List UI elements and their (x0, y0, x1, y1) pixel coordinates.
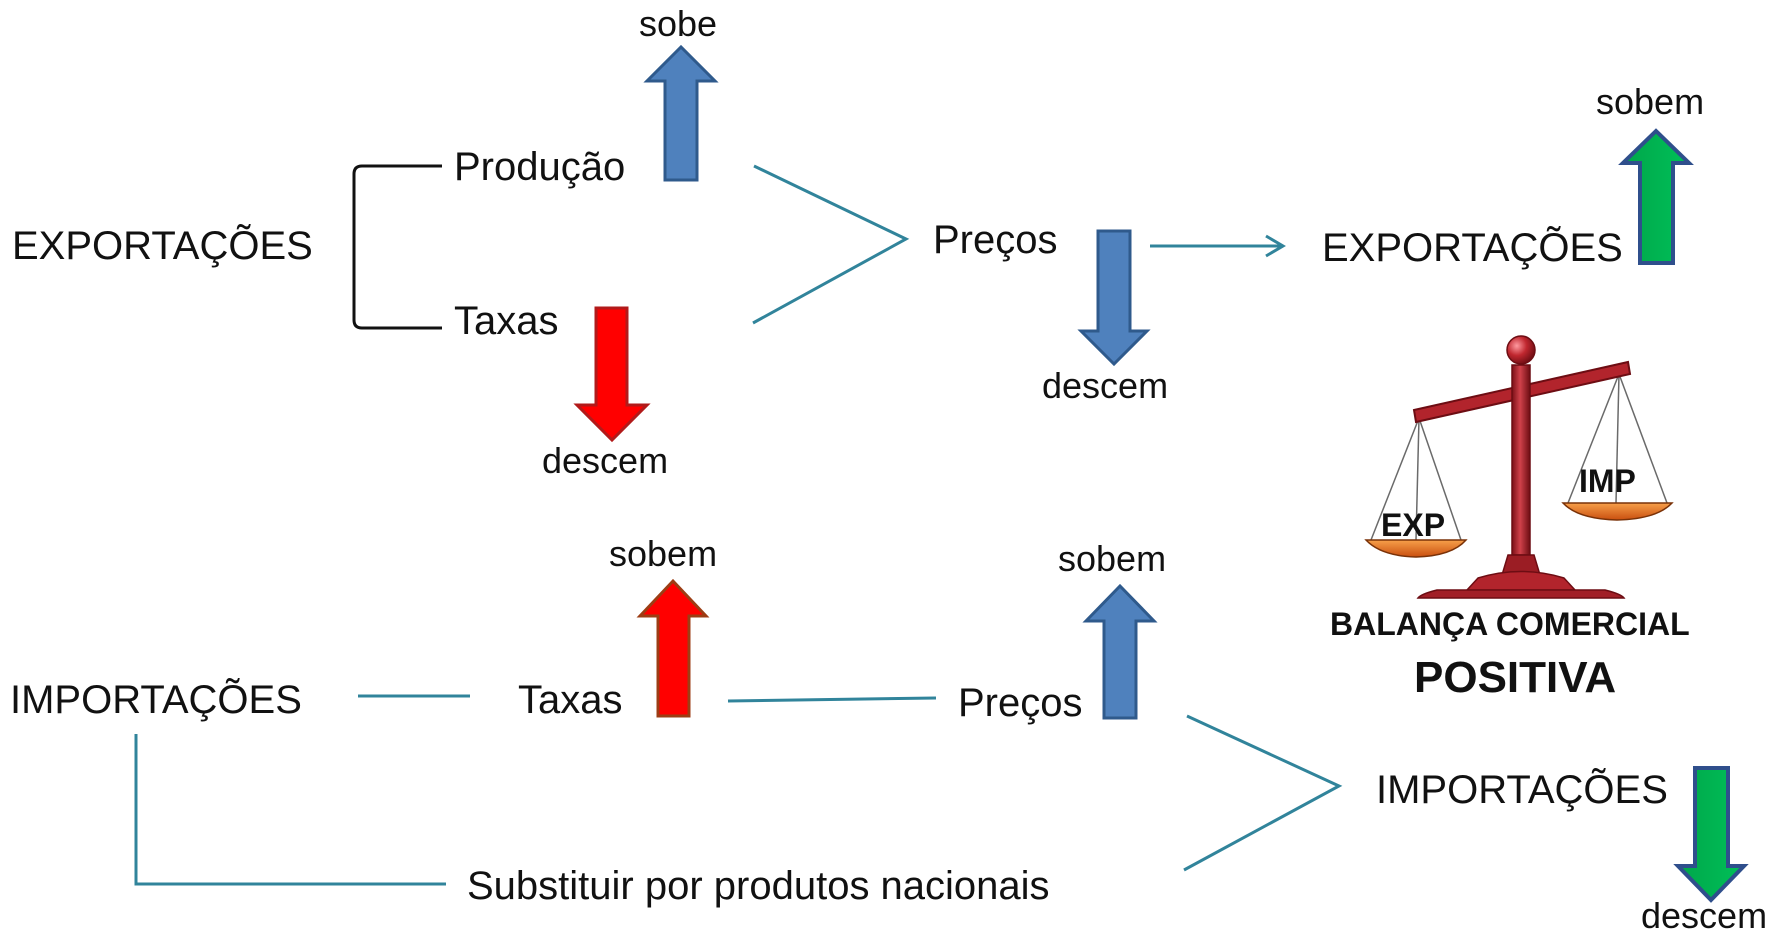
exports-to-precos-connector (752, 164, 910, 325)
balance-scale-icon (1364, 335, 1674, 599)
precos-import-trend-label: sobem (1058, 538, 1167, 579)
taxas-to-precos-connector (727, 696, 937, 703)
importacoes-result-label: IMPORTAÇÕES (1376, 768, 1668, 812)
taxas-export-label: Taxas (454, 299, 559, 343)
precos-export-label: Preços (933, 218, 1058, 262)
balance-exp-pan-label: EXP (1381, 507, 1446, 543)
precos-down-arrow (1077, 229, 1151, 367)
exportacoes-result-label: EXPORTAÇÕES (1322, 226, 1623, 270)
taxas-export-trend-label: descem (542, 440, 669, 481)
importacoes-main-label: IMPORTAÇÕES (10, 678, 302, 722)
exportacoes-up-arrow (1618, 128, 1694, 265)
importacoes-result-trend-label: descem (1641, 895, 1768, 936)
balance-imp-pan-label: IMP (1579, 463, 1636, 499)
exportacoes-main-label: EXPORTAÇÕES (12, 224, 313, 268)
exportacoes-result-trend-label: sobem (1596, 81, 1705, 122)
taxas-up-arrow (636, 578, 710, 718)
importacoes-to-substituir-connector (134, 734, 446, 886)
producao-label: Produção (454, 145, 626, 189)
importacoes-down-arrow (1673, 766, 1749, 903)
producao-trend-label: sobe (639, 3, 718, 44)
taxas-import-label: Taxas (518, 678, 623, 722)
taxas-import-trend-label: sobem (609, 533, 718, 574)
taxas-down-arrow (573, 306, 651, 443)
precos-substituir-to-importacoes-connector (1183, 714, 1343, 872)
precos-up-arrow (1082, 583, 1158, 720)
balance-status: POSITIVA (1414, 653, 1617, 702)
producao-up-arrow (643, 44, 719, 182)
balance-title: BALANÇA COMERCIAL (1330, 606, 1690, 642)
exports-bracket (352, 164, 442, 330)
substituir-label: Substituir por produtos nacionais (467, 864, 1050, 908)
precos-export-trend-label: descem (1042, 365, 1169, 406)
precos-to-exportacoes-arrowhead (1265, 234, 1286, 258)
precos-import-label: Preços (958, 681, 1083, 725)
